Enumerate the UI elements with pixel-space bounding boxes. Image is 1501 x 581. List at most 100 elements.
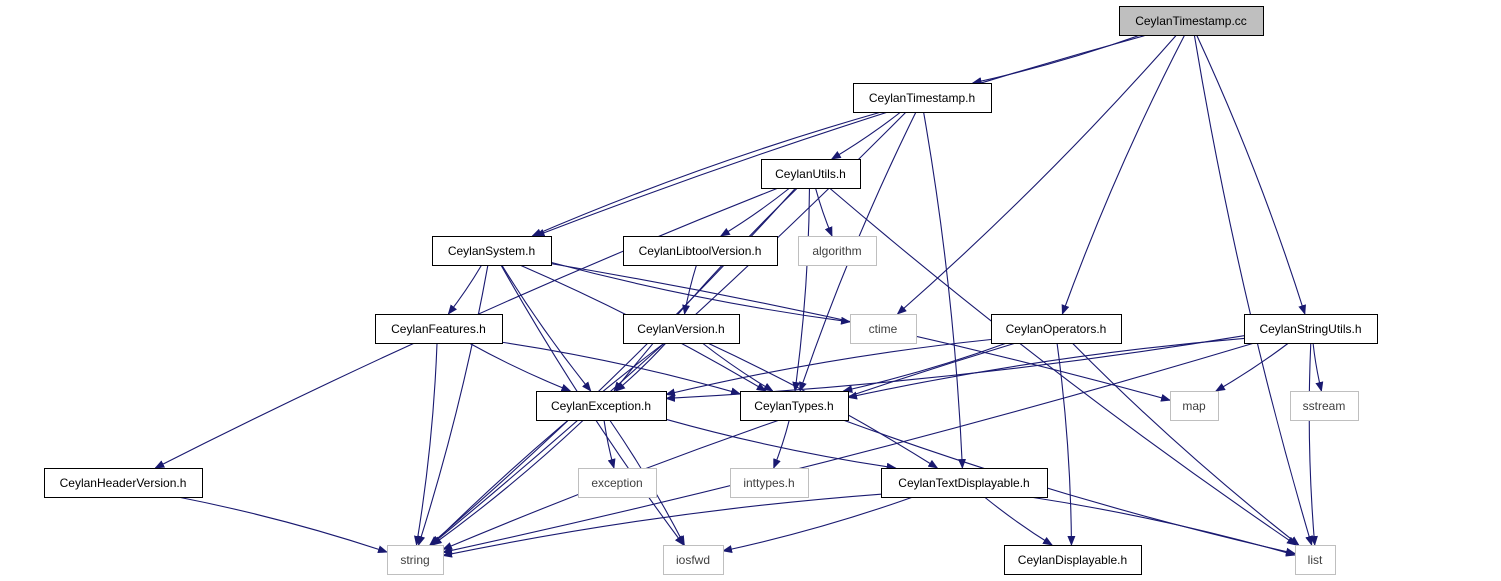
node-box [761,159,861,189]
edge-ceylanutils-h-to-ceylantypes-h [792,187,811,392]
node-label: CeylanException.h [551,399,651,413]
node-label: CeylanStringUtils.h [1259,322,1361,336]
node-ceylanfeatures-h[interactable]: CeylanFeatures.h [375,314,503,344]
node-box [991,314,1122,344]
node-label: map [1182,399,1206,413]
edge-ceylantypes-h-to-list [842,419,1296,556]
edge-ceylanexception-h-to-string [431,419,584,546]
edge-ceylanfeatures-h-to-string [414,342,438,546]
edge-ceylansystem-h-to-ctime [550,261,851,325]
node-box [798,236,877,266]
edge-ceylansystem-h-to-ceylanfeatures-h [447,264,483,315]
node-label: CeylanSystem.h [448,244,535,258]
node-list: list [1295,545,1336,575]
edge-ceylantypes-h-to-inttypes-h [773,419,790,469]
node-ceylanexception-h[interactable]: CeylanException.h [536,391,667,421]
node-iosfwd: iosfwd [663,545,724,575]
node-exception: exception [578,468,657,498]
edge-ceylantimestamp-cc-to-ceylansystem-h [534,34,1148,237]
edge-ceylantextdisplayable-h-to-list [1030,496,1296,557]
node-box [536,391,667,421]
edge-ceylantimestamp-h-to-ceylansystem-h [531,111,882,237]
edge-ceylanfeatures-h-to-ceylantypes-h [501,341,741,396]
edge-ceylanversion-h-to-ceylantypes-h [701,342,774,392]
node-sstream: sstream [1290,391,1359,421]
node-ceylantypes-h[interactable]: CeylanTypes.h [740,391,849,421]
edge-ceylantimestamp-cc-to-ceylanoperators-h [1061,34,1186,315]
edge-ceylanfeatures-h-to-ceylanexception-h [468,342,572,392]
node-label: CeylanHeaderVersion.h [60,476,187,490]
node-box [44,468,203,498]
node-box [850,314,917,344]
edge-ceylantextdisplayable-h-to-string [442,493,882,558]
node-ceylanheaderversion-h[interactable]: CeylanHeaderVersion.h [44,468,203,498]
node-label: ctime [869,322,898,336]
node-box [663,545,724,575]
node-label: sstream [1303,399,1346,413]
node-label: CeylanVersion.h [637,322,724,336]
node-label: CeylanDisplayable.h [1018,553,1127,567]
node-box [1119,6,1264,36]
edge-ceylanversion-h-to-string [430,342,665,546]
edge-ceylanstringutils-h-to-string [442,342,1255,555]
node-ceylantextdisplayable-h[interactable]: CeylanTextDisplayable.h [881,468,1048,498]
node-ceylanlibtoolversion-h[interactable]: CeylanLibtoolVersion.h [623,236,778,266]
edge-ceylantimestamp-cc-to-ceylanstringutils-h [1196,34,1306,315]
node-box [578,468,657,498]
node-box [1295,545,1336,575]
node-box [375,314,503,344]
edge-ceylanutils-h-to-algorithm [814,187,833,237]
node-box [1290,391,1359,421]
node-ceylanoperators-h[interactable]: CeylanOperators.h [991,314,1122,344]
node-ceylanutils-h[interactable]: CeylanUtils.h [761,159,861,189]
edge-ceylantimestamp-cc-to-ceylantimestamp-h [971,34,1141,85]
edge-ceylanutils-h-to-ceylanexception-h [613,187,798,392]
node-ctime: ctime [850,314,917,344]
node-label: inttypes.h [743,476,794,490]
edge-ceylantimestamp-cc-to-ctime [896,34,1177,315]
node-ceylandisplayable-h[interactable]: CeylanDisplayable.h [1004,545,1142,575]
edge-ceylanversion-h-to-ceylanexception-h [615,342,667,392]
node-label: CeylanTypes.h [754,399,833,413]
node-map: map [1170,391,1219,421]
node-label: exception [591,476,642,490]
node-ceylantimestamp-h[interactable]: CeylanTimestamp.h [853,83,992,113]
node-box [853,83,992,113]
node-ceylanstringutils-h[interactable]: CeylanStringUtils.h [1244,314,1378,344]
edge-ceylantimestamp-h-to-ceylantextdisplayable-h [923,111,967,469]
edge-ceylanstringutils-h-to-list [1308,342,1318,546]
node-label: CeylanTimestamp.h [869,91,975,105]
edge-ceylanexception-h-to-exception [603,419,616,469]
node-label: CeylanUtils.h [775,167,846,181]
edge-ceylanexception-h-to-ceylantextdisplayable-h [665,418,897,471]
nodes-layer: CeylanTimestamp.ccCeylanTimestamp.hCeyla… [44,6,1378,575]
node-ceylansystem-h[interactable]: CeylanSystem.h [432,236,552,266]
node-string: string [387,545,444,575]
node-label: iosfwd [676,553,710,567]
node-label: CeylanOperators.h [1006,322,1107,336]
edge-ceylanstringutils-h-to-map [1215,342,1289,392]
node-ceylanversion-h[interactable]: CeylanVersion.h [623,314,740,344]
node-box [1004,545,1142,575]
node-inttypes-h: inttypes.h [730,468,809,498]
node-box [1244,314,1378,344]
node-label: string [400,553,429,567]
edge-ceylansystem-h-to-ceylanexception-h [501,264,592,392]
node-algorithm: algorithm [798,236,877,266]
edge-ceylantextdisplayable-h-to-iosfwd [722,496,914,553]
edge-ceylanutils-h-to-list [829,187,1297,546]
edge-ceylansystem-h-to-string [417,264,489,546]
edge-ceylanlibtoolversion-h-to-ceylanversion-h [682,264,697,315]
edge-ceylanoperators-h-to-string [442,342,1016,550]
edge-ceylantextdisplayable-h-to-ceylandisplayable-h [984,496,1053,546]
node-ceylantimestamp-cc[interactable]: CeylanTimestamp.cc [1119,6,1264,36]
edge-ceylanoperators-h-to-ceylanexception-h [665,338,992,397]
node-box [1170,391,1219,421]
node-box [740,391,849,421]
node-label: list [1308,553,1323,567]
edge-ceylanutils-h-to-ceylanlibtoolversion-h [719,187,791,237]
node-label: algorithm [812,244,861,258]
edge-ceylanoperators-h-to-ceylandisplayable-h [1056,342,1076,546]
node-label: CeylanTextDisplayable.h [898,476,1029,490]
